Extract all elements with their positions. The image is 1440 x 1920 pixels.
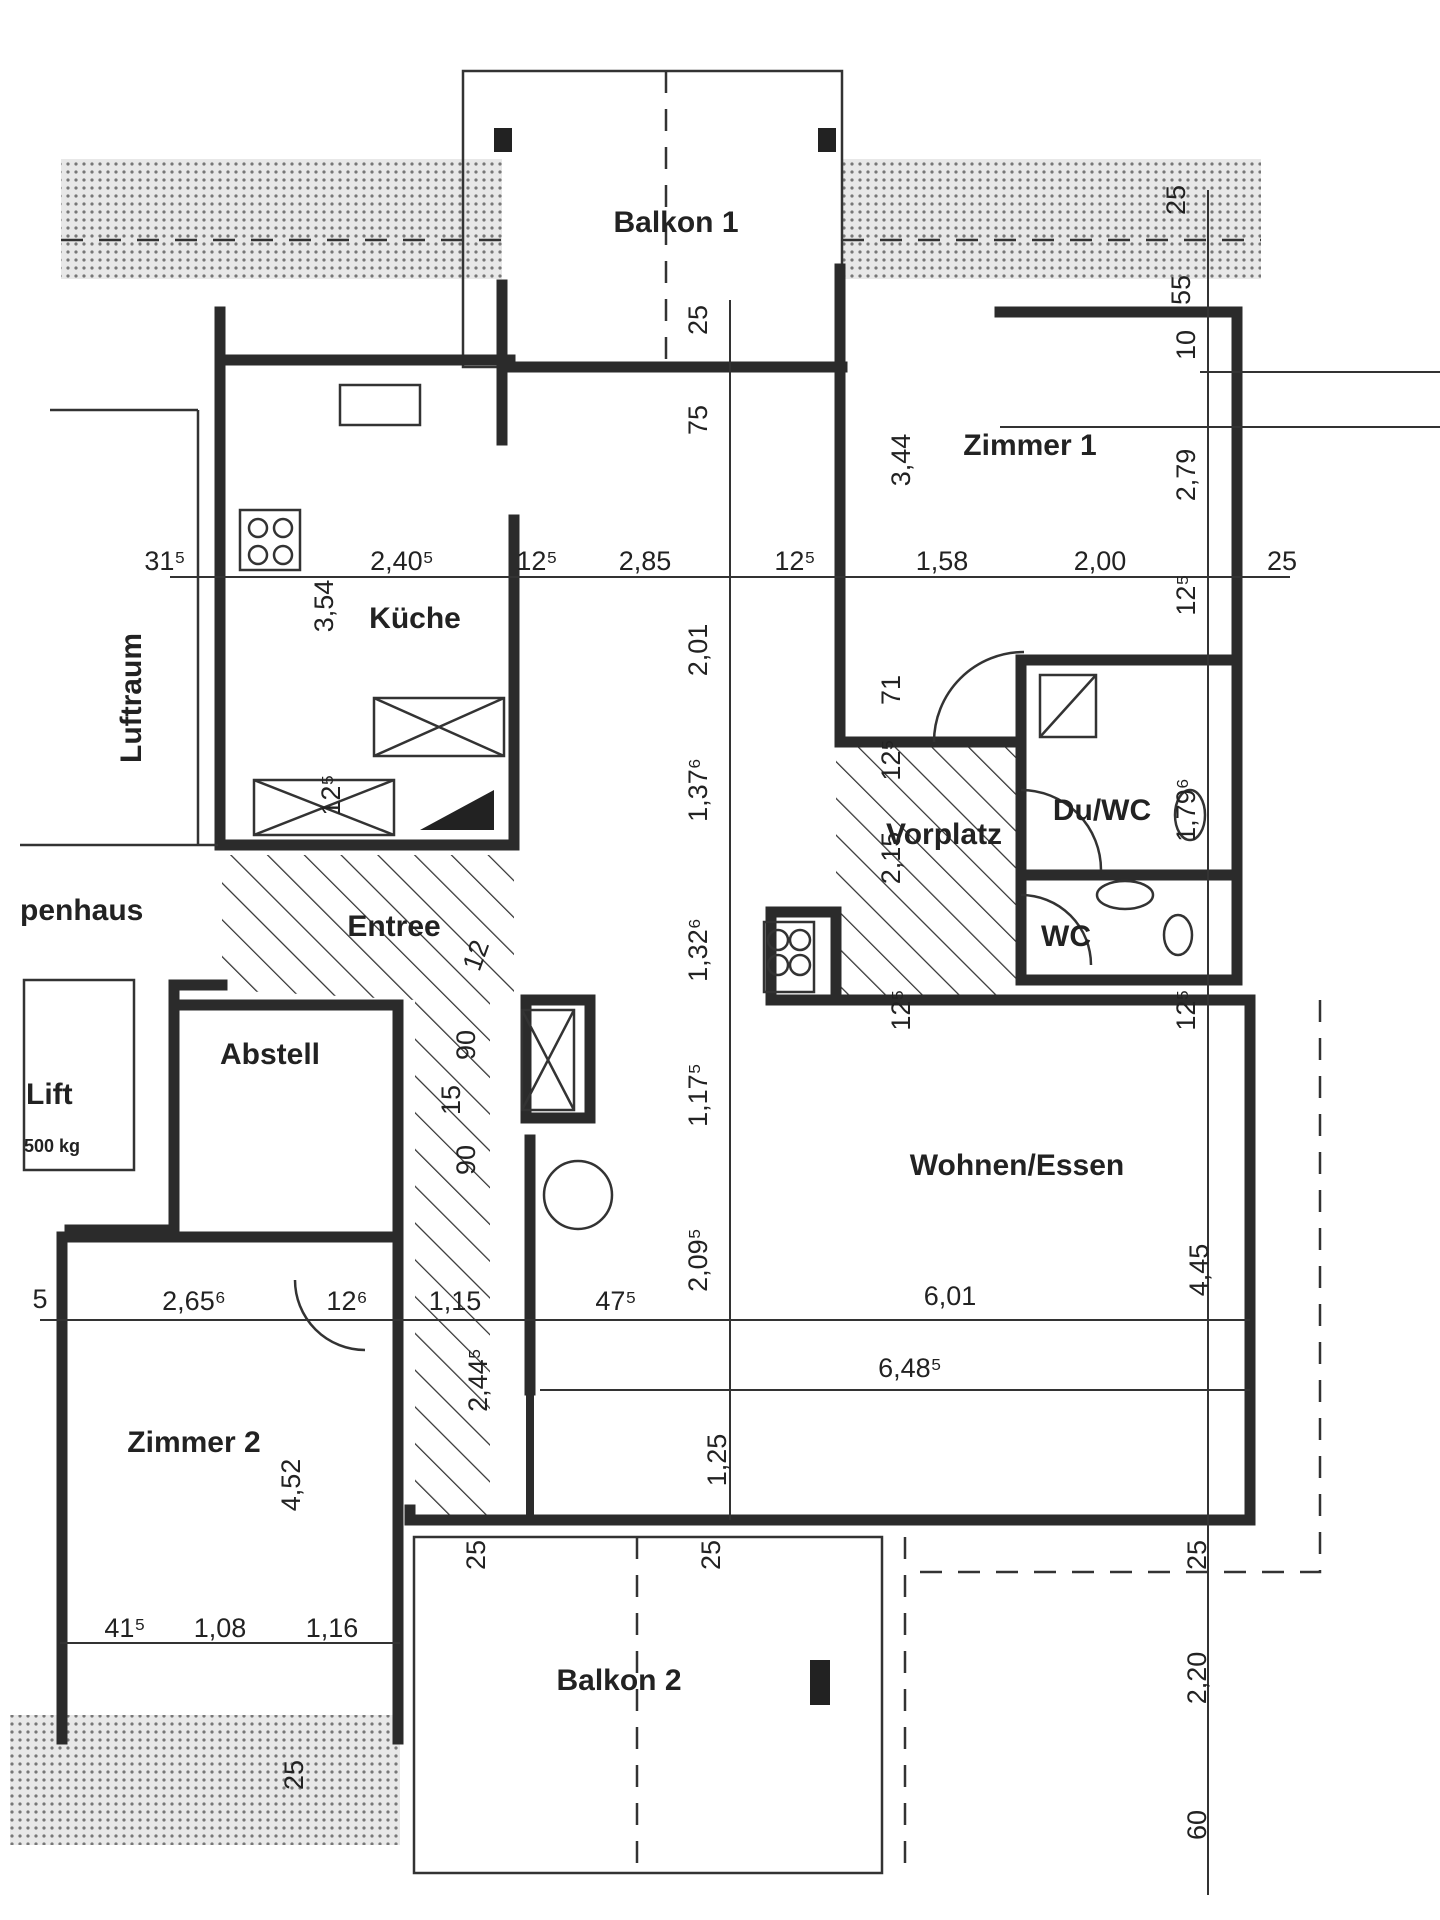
balcony-railings [10,159,1261,1845]
room-label-zimmer-1: Zimmer 1 [963,429,1096,462]
dim-label: 12⁵ [1171,989,1201,1030]
room-label-treppenhaus: penhaus [20,894,143,927]
dim-label: 2,09⁵ [683,1228,713,1292]
dim-label: 4,45 [1184,1244,1214,1297]
room-labels: Balkon 1 Zimmer 1 Küche Luftraum Entree … [20,206,1151,1697]
dim-label: 2,65⁶ [162,1286,226,1316]
dim-label: 5 [32,1284,47,1314]
dim-label: 12⁵ [886,989,916,1030]
dim-label: 1,58 [916,546,969,576]
room-label-wohnen-essen: Wohnen/Essen [910,1149,1124,1182]
dim-label: 1,16 [306,1613,359,1643]
dim-label: 90 [451,1030,481,1060]
dim-label: 1,15 [429,1286,482,1316]
dim-label: 1,25 [702,1434,732,1487]
dim-label: 1,32⁶ [683,918,713,982]
dim-label: 25 [461,1540,491,1570]
dim-label: 12⁵ [876,739,906,780]
room-label-du-wc: Du/WC [1053,794,1151,827]
dim-label: 3,54 [309,580,339,633]
dim-label: 90 [451,1145,481,1175]
dim-label: 2,20 [1182,1652,1212,1705]
dim-label: 25 [1267,546,1297,576]
room-label-wc: WC [1041,920,1091,953]
room-label-balkon-1: Balkon 1 [613,206,738,239]
dim-label: 25 [683,305,713,335]
room-label-balkon-2: Balkon 2 [556,1664,681,1697]
room-label-abstell: Abstell [220,1038,320,1071]
dim-label: 25 [1182,1540,1212,1570]
dim-label: 2,40⁵ [370,546,434,576]
dim-label: 12⁶ [326,1286,367,1316]
dim-label: 41⁵ [104,1613,145,1643]
dim-label: 25 [1161,185,1191,215]
dim-label: 1,17⁵ [683,1063,713,1127]
walls [20,263,1256,1745]
dim-label: 2,00 [1074,546,1127,576]
dim-label: 2,15 [876,832,906,885]
dim-label: 75 [683,405,713,435]
dim-label: 10 [1171,330,1201,360]
dim-label: 4,52 [276,1459,306,1512]
dim-label: 1,37⁶ [683,758,713,822]
dim-label: 3,44 [886,434,916,487]
dim-label: 2,85 [619,546,672,576]
room-label-entree: Entree [347,910,440,943]
balcony-2 [412,1000,1322,1875]
dim-label: 12⁵ [316,774,346,815]
dim-label: 31⁵ [144,546,185,576]
room-label-lift: Lift [26,1078,73,1111]
dim-label: 55 [1166,275,1196,305]
dim-label: 47⁵ [595,1286,636,1316]
dim-label: 25 [696,1540,726,1570]
dim-label: 15 [436,1085,466,1115]
dimension-labels: 31⁵ 2,40⁵ 12⁵ 2,85 12⁵ 1,58 2,00 25 3,54… [32,185,1297,1840]
hatched-floors [222,745,1016,1520]
dim-label: 12⁵ [1171,574,1201,615]
dim-label: 12⁵ [516,546,557,576]
dim-label: 71 [876,675,906,705]
dim-label: 25 [279,1760,309,1790]
room-label-kueche: Küche [369,602,461,635]
room-label-vorplatz: Vorplatz [886,818,1002,851]
dim-label: 6,01 [924,1281,977,1311]
kitchen-fixtures [238,383,1207,1705]
dim-label: 60 [1182,1810,1212,1840]
room-label-luftraum: Luftraum [115,633,148,763]
dim-label: 12⁵ [774,546,815,576]
dim-label: 2,79 [1171,449,1201,502]
dim-label: 1,79⁶ [1171,778,1201,842]
dim-label: 2,01 [683,624,713,677]
dim-label: 2,44⁵ [463,1348,493,1412]
dim-label: 1,08 [194,1613,247,1643]
dim-label: 6,48⁵ [878,1353,942,1383]
dimension-lines [40,190,1440,1895]
lift-capacity: 500 kg [24,1136,80,1156]
room-label-zimmer-2: Zimmer 2 [127,1426,260,1459]
